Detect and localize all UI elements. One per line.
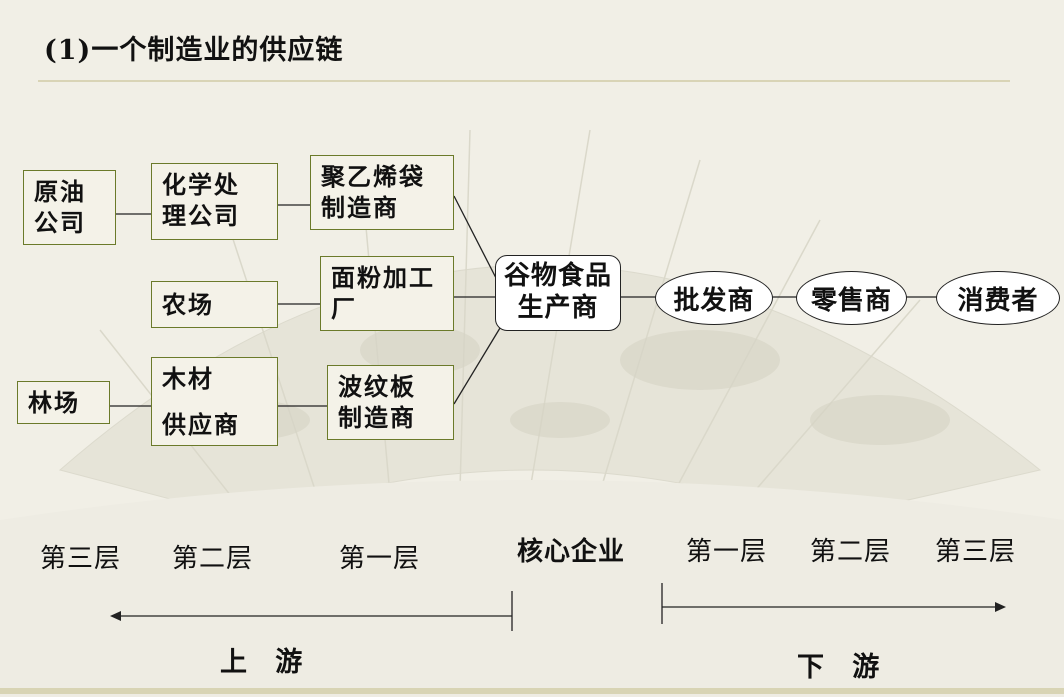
node-wholesaler: 批发商 xyxy=(655,271,773,325)
node-retailer: 零售商 xyxy=(796,271,907,325)
node-forest: 林场 xyxy=(17,381,110,424)
node-corrugated-board-maker: 波纹板 制造商 xyxy=(327,365,454,440)
tier-upstream-2: 第二层 xyxy=(172,544,254,574)
node-wood-supplier: 木材 供应商 xyxy=(151,357,278,446)
node-polyethylene-bag-maker: 聚乙烯袋 制造商 xyxy=(310,155,454,230)
footer-band xyxy=(0,688,1064,694)
node-consumer: 消费者 xyxy=(936,271,1060,325)
upstream-label: 上 游 xyxy=(220,647,303,678)
node-flour-mill: 面粉加工 厂 xyxy=(320,256,454,331)
connector-bag-core xyxy=(453,195,497,279)
downstream-arrowhead xyxy=(995,602,1006,612)
upstream-arrowhead xyxy=(110,611,121,621)
tier-downstream-2: 第二层 xyxy=(810,537,892,567)
title-divider xyxy=(38,80,1010,82)
node-farm: 农场 xyxy=(151,281,278,328)
downstream-label: 下 游 xyxy=(797,652,880,683)
tier-upstream-3: 第三层 xyxy=(40,544,122,574)
tier-upstream-1: 第一层 xyxy=(339,544,421,574)
node-cereal-producer: 谷物食品 生产商 xyxy=(495,255,621,331)
page-title: (1)一个制造业的供应链 xyxy=(44,35,344,66)
tier-core: 核心企业 xyxy=(517,537,626,567)
tier-downstream-1: 第一层 xyxy=(686,537,768,567)
node-crude-oil-company: 原油 公司 xyxy=(23,170,116,245)
node-chemical-company: 化学处 理公司 xyxy=(151,163,278,240)
node-wood-supplier-line1: 木材 xyxy=(162,364,214,393)
tier-downstream-3: 第三层 xyxy=(935,537,1017,567)
connector-corrugated-core xyxy=(453,327,501,405)
node-wood-supplier-line2: 供应商 xyxy=(162,410,240,439)
